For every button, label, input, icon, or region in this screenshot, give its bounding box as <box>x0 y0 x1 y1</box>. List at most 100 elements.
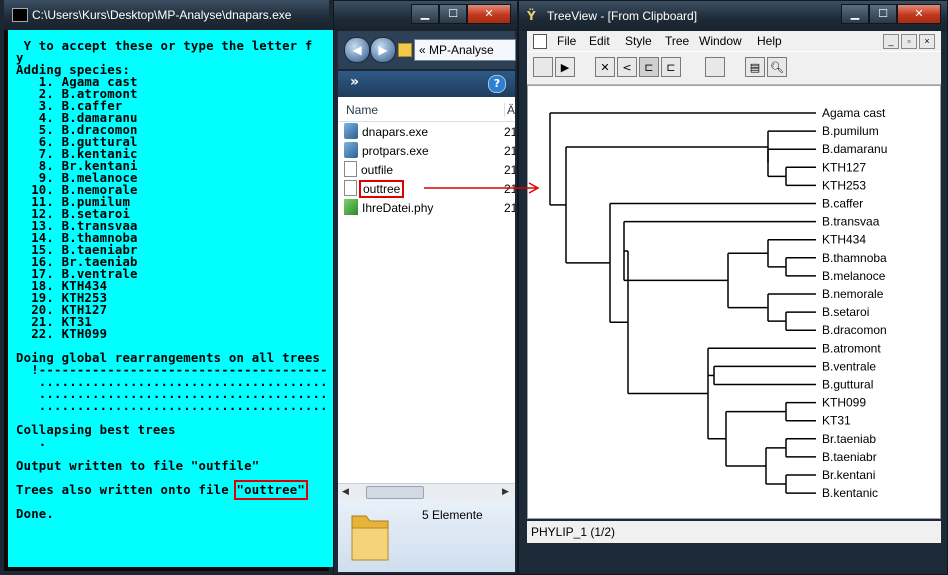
console-line: Y to accept these or type the letter f <box>16 39 313 53</box>
print-icon[interactable]: ▤ <box>745 57 765 77</box>
tv-minimize-button[interactable]: ▁ <box>841 4 869 24</box>
console-icon <box>12 8 28 22</box>
treeview-app-icon: Ÿ <box>527 9 536 23</box>
tree-tip-label: B.kentanic <box>822 486 878 500</box>
file-item[interactable]: outtree <box>344 180 405 198</box>
console-title: C:\Users\Kurs\Desktop\MP-Analyse\dnapars… <box>32 8 292 22</box>
console-line: 9. B.melanoce <box>16 171 138 185</box>
slanted-tree-icon[interactable]: ✕ <box>595 57 615 77</box>
file-name: protpars.exe <box>362 144 429 158</box>
tree-tip-label: B.caffer <box>822 197 863 211</box>
blank-tool-button[interactable] <box>705 57 725 77</box>
minimize-button[interactable]: ▁ <box>411 4 439 24</box>
file-item[interactable]: outfile <box>344 161 393 179</box>
console-line: 7. B.kentanic <box>16 147 138 161</box>
file-item[interactable]: IhreDatei.phy <box>344 199 433 217</box>
address-field[interactable]: « MP-Analyse <box>414 39 516 61</box>
console-line: 4. B.damaranu <box>16 111 138 125</box>
console-window[interactable]: C:\Users\Kurs\Desktop\MP-Analyse\dnapars… <box>0 0 333 575</box>
radial-tree-icon[interactable]: ⊏ <box>661 57 681 77</box>
close-button[interactable]: ✕ <box>467 4 511 24</box>
details-pane: 5 Elemente <box>338 500 515 572</box>
address-bar: ◀ ▶ « MP-Analyse <box>338 31 516 69</box>
menu-file[interactable]: File <box>557 34 577 48</box>
explorer-titlebar[interactable]: ▁ ☐ ✕ <box>334 1 517 31</box>
console-line: !-------------------------------------- <box>16 363 328 377</box>
maximize-button[interactable]: ☐ <box>439 4 467 24</box>
mdi-restore-button[interactable]: ▫ <box>901 34 917 49</box>
column-header: Name Ä <box>338 97 515 122</box>
large-folder-icon <box>351 515 389 561</box>
console-line: 5. B.dracomon <box>16 123 138 137</box>
scroll-right-arrow[interactable]: ▶ <box>502 487 509 497</box>
prev-tree-button[interactable] <box>533 57 553 77</box>
file-date: 21 <box>504 182 515 196</box>
menu-window[interactable]: Window <box>699 34 742 48</box>
tree-tip-label: Br.kentani <box>822 468 875 482</box>
tree-tip-label: B.guttural <box>822 378 873 392</box>
print-preview-icon[interactable]: 🔍︎ <box>767 57 787 77</box>
file-list: Name Ä dnapars.exe 21 protpars.exe 21 outfil… <box>338 97 515 497</box>
console-line: ...................................... <box>16 375 328 389</box>
file-icon <box>344 180 357 196</box>
console-titlebar[interactable]: C:\Users\Kurs\Desktop\MP-Analyse\dnapars… <box>4 0 329 30</box>
console-line: Trees also written onto file "outtree" <box>16 480 308 500</box>
mdi-minimize-button[interactable]: _ <box>883 34 899 49</box>
file-date: 21 <box>504 201 515 215</box>
console-line: 1. Agama cast <box>16 75 138 89</box>
file-date: 21 <box>504 144 515 158</box>
help-icon[interactable]: ? <box>488 75 506 93</box>
back-button[interactable]: ◀ <box>344 37 370 63</box>
console-line: 22. KTH099 <box>16 327 108 341</box>
status-text: PHYLIP_1 (1/2) <box>531 525 616 539</box>
tv-close-button[interactable]: ✕ <box>897 4 941 24</box>
file-item[interactable]: dnapars.exe <box>344 123 428 141</box>
phy-icon <box>344 199 358 215</box>
next-tree-button[interactable]: ▶ <box>555 57 575 77</box>
column-name-header[interactable]: Name <box>346 103 379 117</box>
tree-tip-label: KTH099 <box>822 396 866 410</box>
menu-tree[interactable]: Tree <box>665 34 690 48</box>
console-line: 13. B.transvaa <box>16 219 138 233</box>
file-date: 21 <box>504 163 515 177</box>
console-line: 15. B.taeniabr <box>16 243 138 257</box>
forward-button[interactable]: ▶ <box>370 37 396 63</box>
menu-edit[interactable]: Edit <box>589 34 610 48</box>
column-date-header[interactable]: Ä <box>504 103 515 117</box>
document-icon <box>533 34 547 49</box>
treeview-title: TreeView - [From Clipboard] <box>547 9 698 23</box>
treeview-titlebar[interactable]: Ÿ TreeView - [From Clipboard] ▁ ☐ ✕ <box>519 1 947 31</box>
tree-tip-label: B.damaranu <box>822 142 887 156</box>
tree-tip-label: KTH127 <box>822 160 866 174</box>
menu-help[interactable]: Help <box>757 34 782 48</box>
tree-tip-label: KTH434 <box>822 233 866 247</box>
file-date: 21 <box>504 125 515 139</box>
console-line: . <box>16 435 47 449</box>
horizontal-scrollbar[interactable]: ◀ ▶ <box>338 483 515 501</box>
tree-tip-label: B.nemorale <box>822 287 884 301</box>
file-name: outfile <box>361 163 394 177</box>
phylogram-icon[interactable]: ⊏ <box>639 57 659 77</box>
explorer-window[interactable]: ▁ ☐ ✕ ◀ ▶ « MP-Analyse » ? Name Ä dnapar… <box>333 0 518 575</box>
toolbar-more-button[interactable]: » <box>350 74 360 90</box>
scroll-left-arrow[interactable]: ◀ <box>342 487 349 497</box>
tv-maximize-button[interactable]: ☐ <box>869 4 897 24</box>
explorer-toolbar: » ? <box>338 71 515 97</box>
console-line: Done. <box>16 507 55 521</box>
console-line: 2. B.atromont <box>16 87 138 101</box>
tree-tip-label: B.transvaa <box>822 215 880 229</box>
folder-icon <box>398 43 412 57</box>
tree-tip-label: B.ventrale <box>822 359 876 373</box>
file-name: IhreDatei.phy <box>362 201 434 215</box>
mdi-close-button[interactable]: × <box>919 34 935 49</box>
tree-tip-label: B.setaroi <box>822 305 869 319</box>
menu-style[interactable]: Style <box>625 34 652 48</box>
rectangular-cladogram-icon[interactable]: < <box>617 57 637 77</box>
file-item[interactable]: protpars.exe <box>344 142 429 160</box>
file-name: dnapars.exe <box>362 125 429 139</box>
treeview-window[interactable]: Ÿ TreeView - [From Clipboard] ▁ ☐ ✕ File… <box>518 0 948 575</box>
console-line: 8. Br.kentani <box>16 159 138 173</box>
tree-tip-label: B.dracomon <box>822 323 887 337</box>
scroll-thumb[interactable] <box>366 486 424 499</box>
